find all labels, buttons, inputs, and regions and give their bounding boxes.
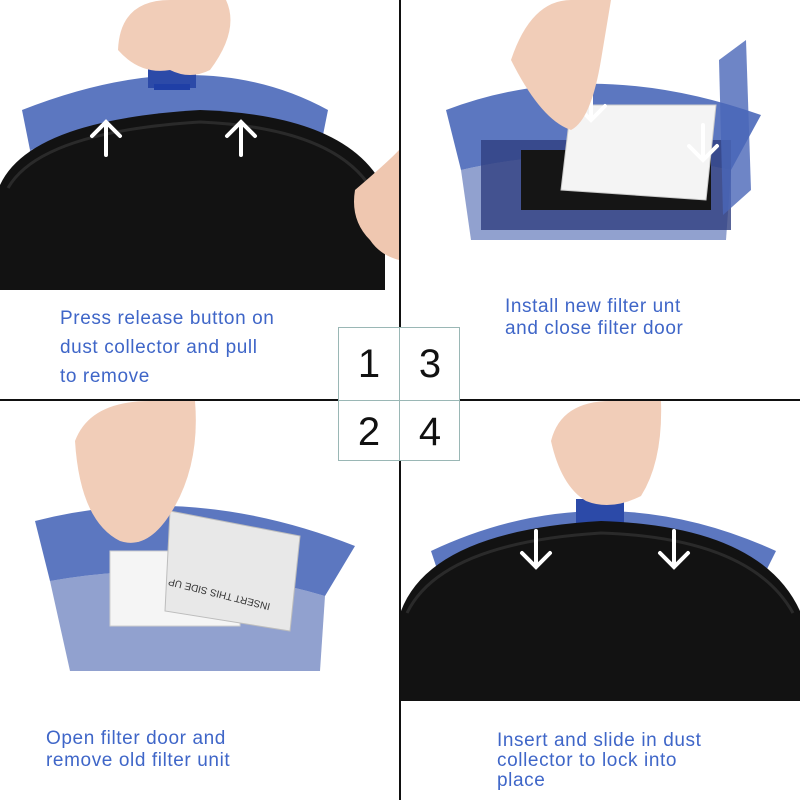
step-1-caption: Press release button on dust collector a… [60, 308, 275, 387]
step-number-box: 1 3 2 4 [338, 327, 460, 461]
step-number-1: 1 [357, 342, 381, 386]
step-number-3: 3 [418, 342, 442, 386]
step-1-panel: Press release button on dust collector a… [0, 0, 399, 399]
step-number-4: 4 [418, 410, 442, 454]
step-3-caption: Install new filter unt and close filter … [505, 296, 684, 339]
step-2-panel: INSERT THIS SIDE UP Open filter door and… [0, 401, 399, 800]
step-3-illustration [401, 0, 800, 300]
step-4-panel: Insert and slide in dust collector to lo… [401, 401, 800, 800]
number-box-divider-vertical [399, 328, 400, 460]
step-1-illustration [0, 0, 399, 300]
number-box-divider-horizontal [339, 400, 459, 401]
step-3-panel: Install new filter unt and close filter … [401, 0, 800, 399]
step-number-2: 2 [357, 410, 381, 454]
step-2-illustration: INSERT THIS SIDE UP [0, 401, 399, 701]
step-4-illustration [401, 401, 800, 701]
step-4-caption: Insert and slide in dust collector to lo… [497, 730, 702, 791]
step-2-caption: Open filter door and remove old filter u… [46, 728, 231, 771]
